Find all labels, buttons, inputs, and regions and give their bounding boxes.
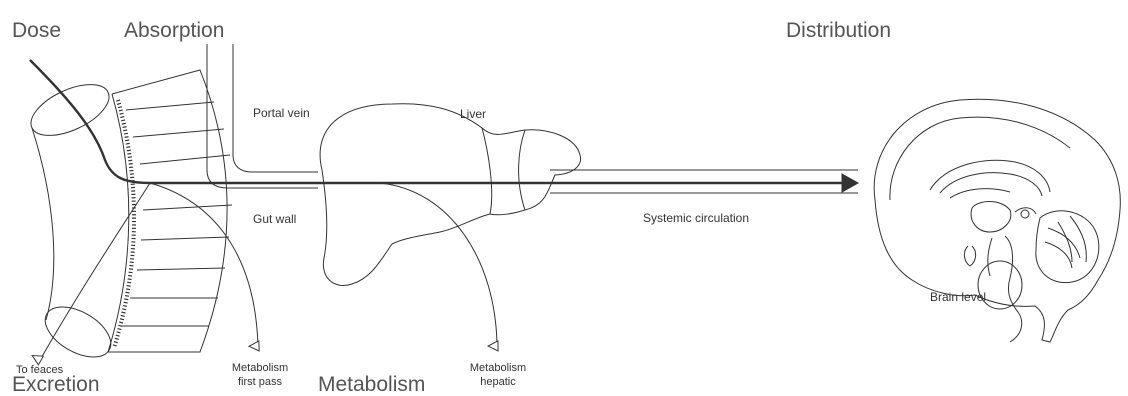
label-gut-wall: Gut wall [253, 212, 297, 226]
label-metabolism-first-pass: Metabolism first pass [218, 362, 302, 390]
label-metabolism-first-pass-line2: first pass [237, 375, 282, 388]
branch-arrows [40, 182, 497, 360]
label-metabolism-hepatic-line1: Metabolism [469, 362, 527, 374]
label-systemic-circulation: Systemic circulation [643, 211, 750, 225]
gut-tube-shape [30, 84, 130, 358]
gut-wall-shape [108, 69, 233, 353]
drug-pathway [29, 59, 860, 193]
systemic-vessel-shape [550, 169, 858, 194]
label-portal-vein: Portal vein [253, 106, 310, 120]
stage-absorption: Absorption [124, 19, 225, 42]
label-to-feaces: To feaces [16, 364, 64, 376]
label-metabolism-hepatic-line2: hepatic [480, 375, 516, 388]
stage-dose: Dose [12, 19, 62, 42]
stage-excretion: Excretion [12, 373, 100, 396]
liver-shape [319, 103, 582, 286]
label-metabolism-hepatic: Metabolism hepatic [456, 362, 540, 390]
label-brain-level: Brain level [930, 290, 987, 304]
stage-distribution: Distribution [786, 19, 892, 42]
label-metabolism-first-pass-line1: Metabolism [231, 362, 289, 374]
stage-metabolism: Metabolism [318, 373, 426, 396]
brain-shape [873, 98, 1121, 343]
label-liver: Liver [460, 107, 487, 121]
